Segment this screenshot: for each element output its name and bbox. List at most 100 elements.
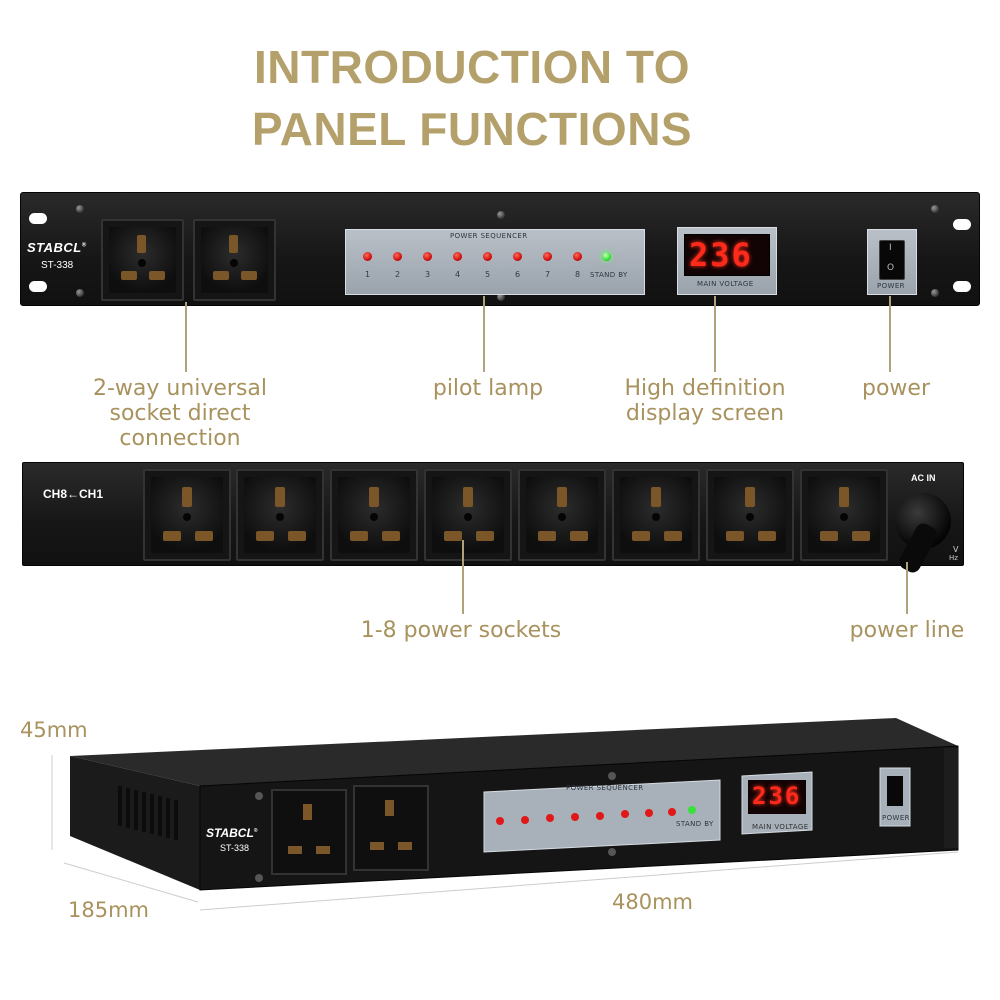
rear-socket (518, 469, 606, 561)
leader-line (889, 296, 891, 372)
rear-socket (330, 469, 418, 561)
perspective-lamp (521, 816, 529, 824)
pilot-lamp-3 (423, 252, 432, 261)
pilot-lamp-8 (573, 252, 582, 261)
voltage-readout: 236 (689, 236, 753, 274)
channel-number: 8 (575, 270, 581, 279)
rack-ear (944, 748, 958, 848)
channel-direction-label: CH8←CH1 (43, 487, 104, 501)
pilot-lamp-2 (393, 252, 402, 261)
channel-number: 5 (485, 270, 491, 279)
pilot-lamp-4 (453, 252, 462, 261)
rack-hole (953, 281, 971, 292)
callout-power-line: power line (849, 618, 965, 643)
voltage-display-box: 236 MAIN VOLTAGE (677, 227, 777, 295)
depth-dimension-line (63, 862, 199, 903)
screw (76, 205, 84, 213)
perspective-standby-label: STAND BY (676, 820, 714, 828)
perspective-power-switch (887, 776, 903, 806)
perspective-model: ST-338 (220, 843, 250, 853)
switch-off-mark: O (887, 263, 895, 273)
channel-number: 6 (515, 270, 521, 279)
pilot-lamp-5 (483, 252, 492, 261)
pilot-lamp-6 (513, 252, 522, 261)
rear-socket (612, 469, 700, 561)
dimension-height: 45mm (20, 718, 88, 742)
rear-socket (424, 469, 512, 561)
leader-line (714, 296, 716, 372)
perspective-socket (271, 789, 347, 875)
leader-line (462, 540, 464, 614)
pilot-lamp-1 (363, 252, 372, 261)
perspective-lamp (596, 812, 604, 820)
standby-label: STAND BY (590, 271, 628, 279)
perspective-view (51, 718, 959, 911)
callout-line: connection (119, 426, 241, 451)
registered-mark: ® (81, 242, 87, 249)
model-number: ST-338 (41, 260, 74, 271)
callout-pilot-lamp: pilot lamp (432, 376, 544, 401)
leader-line (906, 562, 908, 614)
brand-name: STABCL (206, 826, 254, 840)
sequencer-label: POWER SEQUENCER (450, 232, 528, 240)
rack-hole (29, 281, 47, 292)
dimension-width: 480mm (612, 890, 693, 914)
perspective-lamp (645, 809, 653, 817)
rear-socket (800, 469, 888, 561)
rear-socket (236, 469, 324, 561)
rear-socket (143, 469, 231, 561)
callout-line: High definition (624, 376, 786, 401)
screw (497, 211, 505, 219)
screw (76, 289, 84, 297)
channel-number: 4 (455, 270, 461, 279)
perspective-socket (353, 785, 429, 871)
registered-mark: ® (253, 828, 258, 834)
leader-line (185, 302, 187, 372)
power-sequencer-box: POWER SEQUENCER 1 2 3 4 5 6 7 8 STAND BY (345, 229, 645, 295)
perspective-display-screen (748, 780, 806, 814)
title-line-1: INTRODUCTION TO (254, 41, 690, 93)
callout-line: socket direct (109, 401, 251, 426)
perspective-lamp (571, 813, 579, 821)
screw (931, 205, 939, 213)
callout-line: 2-way universal (92, 376, 268, 401)
main-voltage-label: MAIN VOLTAGE (697, 280, 754, 288)
leader-line (483, 296, 485, 372)
perspective-sequencer-label: POWER SEQUENCER (566, 784, 644, 792)
power-switch-box: I O POWER (867, 229, 917, 295)
callout-power-sockets: 1-8 power sockets (360, 618, 562, 643)
channel-number: 7 (545, 270, 551, 279)
switch-on-mark: I (889, 243, 892, 253)
front-socket-1 (101, 219, 184, 301)
chassis-top (70, 718, 958, 786)
screw (931, 289, 939, 297)
title-line-2: PANEL FUNCTIONS (251, 103, 693, 155)
perspective-standby-lamp (688, 806, 696, 814)
power-switch[interactable]: I O (879, 240, 905, 280)
screw (497, 293, 505, 301)
perspective-lamp (496, 817, 504, 825)
rear-socket (706, 469, 794, 561)
perspective-power-label: POWER (882, 814, 910, 822)
perspective-voltage-readout: 236 (752, 782, 802, 810)
perspective-brand: STABCL® (206, 826, 257, 840)
pilot-lamp-7 (543, 252, 552, 261)
rear-panel: CH8←CH1 AC IN V Hz (22, 462, 964, 576)
vent-grille (118, 786, 178, 840)
channel-number: 1 (365, 270, 371, 279)
callout-power: power (862, 376, 930, 401)
brand-logo: STABCL® (27, 240, 87, 255)
front-panel: STABCL® ST-338 POWER SEQUENCER 1 2 3 4 5… (20, 192, 980, 306)
perspective-lamp (621, 810, 629, 818)
channel-number: 3 (425, 270, 431, 279)
callout-display: High definition display screen (600, 376, 810, 426)
width-dimension-line (199, 851, 959, 911)
perspective-lamp (546, 814, 554, 822)
perspective-main-voltage-label: MAIN VOLTAGE (752, 823, 809, 831)
rack-hole (29, 213, 47, 224)
front-socket-2 (193, 219, 276, 301)
ac-in-label: AC IN (911, 473, 936, 483)
callout-sockets: 2-way universal socket direct connection (60, 376, 300, 451)
hz-fragment: Hz (949, 554, 958, 562)
rack-hole (953, 219, 971, 230)
